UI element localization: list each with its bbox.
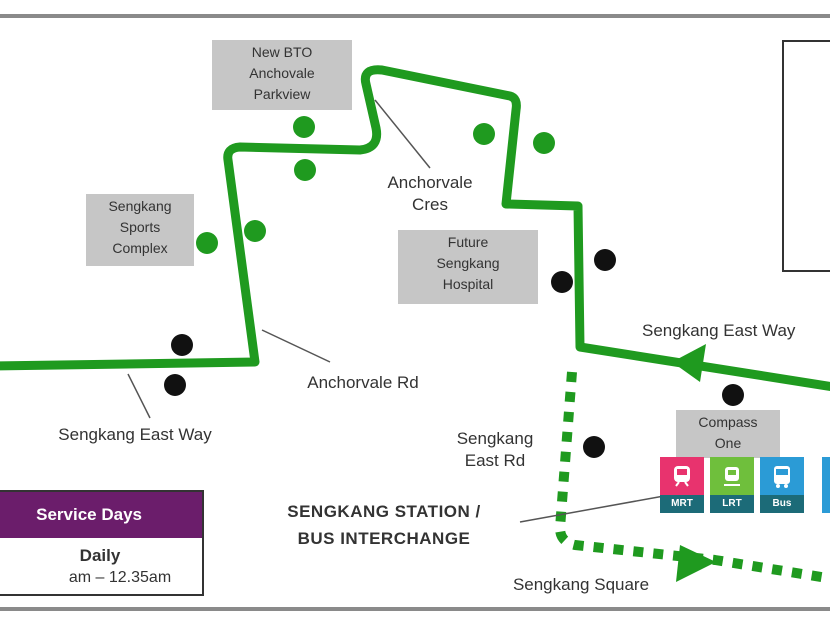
map-bottom-border bbox=[0, 607, 830, 611]
leader-station bbox=[519, 495, 665, 523]
road-label-line: East Rd bbox=[464, 451, 526, 470]
mrt-transport-icon: MRT bbox=[660, 457, 704, 513]
direction-arrow-dotted bbox=[676, 545, 716, 582]
bus-transport-icon: Bus bbox=[760, 457, 804, 513]
bus-icon bbox=[774, 466, 790, 488]
stop-label-line: Anchovale bbox=[249, 65, 315, 81]
green-stop bbox=[533, 132, 555, 154]
transport-label-lrt: LRT bbox=[710, 495, 754, 513]
transport-label-bus: Bus bbox=[760, 495, 804, 513]
green-stop bbox=[473, 123, 495, 145]
leader-anchorvale-cres bbox=[374, 99, 431, 169]
road-label-anchorvale-cres: Anchorvale Cres bbox=[370, 172, 490, 216]
road-label-line: Cres bbox=[412, 195, 448, 214]
road-label-sengkang-square: Sengkang Square bbox=[512, 575, 650, 594]
map-top-border bbox=[0, 14, 830, 18]
stop-label-line: Compass bbox=[698, 414, 758, 430]
leader-anchorvale-rd bbox=[261, 329, 331, 363]
solid-route-line bbox=[0, 65, 830, 391]
black-stop bbox=[583, 436, 605, 458]
green-stop bbox=[293, 116, 315, 138]
stop-box-sengkang-sports-complex: Sengkang Sports Complex bbox=[86, 194, 194, 266]
stop-label-line: One bbox=[714, 435, 742, 451]
leader-sengkang-east-way bbox=[127, 373, 151, 419]
lrt-transport-icon: LRT bbox=[710, 457, 754, 513]
cropped-transport-icon bbox=[822, 457, 830, 513]
stop-label-line: New BTO bbox=[251, 44, 313, 60]
stop-label-line: Sports bbox=[119, 219, 161, 235]
stop-label-line: Complex bbox=[112, 240, 168, 256]
black-stop bbox=[164, 374, 186, 396]
black-stop bbox=[722, 384, 744, 406]
direction-arrow-solid bbox=[672, 344, 706, 382]
dotted-route-line bbox=[555, 371, 830, 584]
lrt-train-icon bbox=[724, 467, 740, 486]
schedule-day: Daily bbox=[79, 546, 121, 565]
stop-label-line: Sengkang bbox=[436, 255, 500, 271]
stop-label-line: Hospital bbox=[442, 276, 494, 292]
station-label: SENGKANG STATION / BUS INTERCHANGE bbox=[262, 498, 506, 552]
black-stop bbox=[551, 271, 573, 293]
schedule-header: Service Days bbox=[0, 492, 202, 538]
stop-label-line: Future bbox=[447, 234, 489, 250]
road-label-anchorvale-rd: Anchorvale Rd bbox=[307, 373, 419, 392]
road-label-sengkang-east-way-west: Sengkang East Way bbox=[58, 425, 212, 444]
road-label-line: Anchorvale bbox=[387, 173, 473, 192]
stop-label-line: Sengkang bbox=[108, 198, 172, 214]
road-label-sengkang-east-way-east: Sengkang East Way bbox=[642, 321, 796, 340]
green-stop bbox=[244, 220, 266, 242]
service-schedule-box: Service Days Daily am – 12.35am bbox=[0, 490, 204, 596]
road-label-line: Sengkang bbox=[456, 429, 534, 448]
stop-box-compass-one: Compass One bbox=[676, 410, 780, 458]
green-stop bbox=[294, 159, 316, 181]
stop-label-line: Parkview bbox=[253, 86, 311, 102]
stop-box-new-bto-anchovale-parkview: New BTO Anchovale Parkview bbox=[212, 40, 352, 110]
stop-box-future-sengkang-hospital: Future Sengkang Hospital bbox=[398, 230, 538, 304]
black-stop bbox=[171, 334, 193, 356]
station-label-line: SENGKANG STATION / bbox=[287, 502, 481, 521]
transport-label-mrt: MRT bbox=[660, 495, 704, 513]
legend-box bbox=[782, 40, 830, 272]
station-label-line: BUS INTERCHANGE bbox=[297, 529, 471, 548]
black-stop bbox=[594, 249, 616, 271]
mrt-train-icon bbox=[674, 466, 690, 487]
schedule-time: am – 12.35am bbox=[68, 569, 172, 586]
road-label-sengkang-east-rd: Sengkang East Rd bbox=[440, 428, 550, 472]
green-stop bbox=[196, 232, 218, 254]
